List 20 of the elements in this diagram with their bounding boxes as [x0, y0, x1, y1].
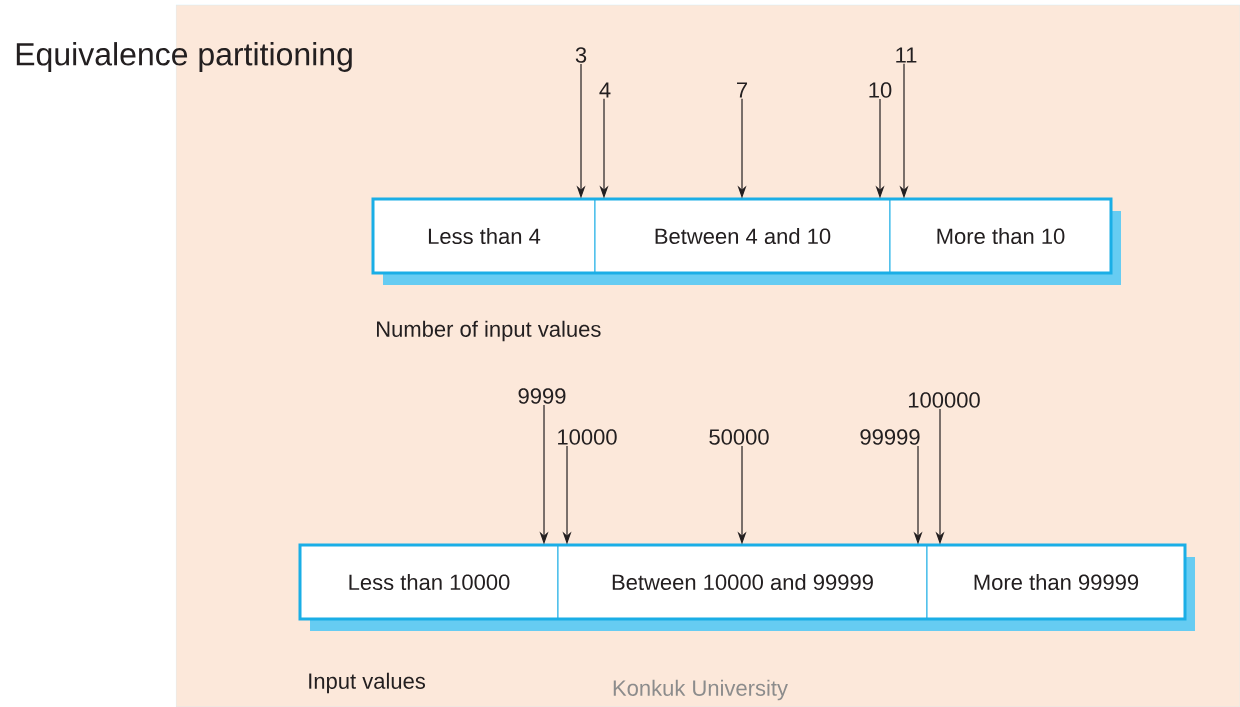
- partition-cell: Less than 10000: [299, 544, 559, 620]
- value-label: 10000: [558, 429, 617, 445]
- partition-cell: More than 10: [889, 198, 1112, 274]
- value-label: 9999: [518, 388, 566, 404]
- value-label: 4: [599, 82, 611, 98]
- value-label: 10: [869, 82, 892, 98]
- value-label: 11: [896, 47, 917, 63]
- value-label: 99999: [860, 429, 920, 445]
- value-label: 100000: [909, 392, 980, 408]
- partition-cell: Between 10000 and 99999: [557, 544, 928, 620]
- partition-cell: More than 99999: [926, 544, 1186, 620]
- value-label: 50000: [709, 429, 769, 445]
- caption: Konkuk University: [613, 679, 788, 701]
- partition-cell: Less than 4: [372, 198, 596, 274]
- title: Equivalence partitioning: [16, 42, 352, 72]
- caption: Input values: [309, 672, 425, 694]
- value-label: 7: [737, 82, 747, 98]
- partition-cell: Between 4 and 10: [594, 198, 891, 274]
- caption: Number of input values: [377, 320, 601, 342]
- value-label: 3: [575, 47, 587, 63]
